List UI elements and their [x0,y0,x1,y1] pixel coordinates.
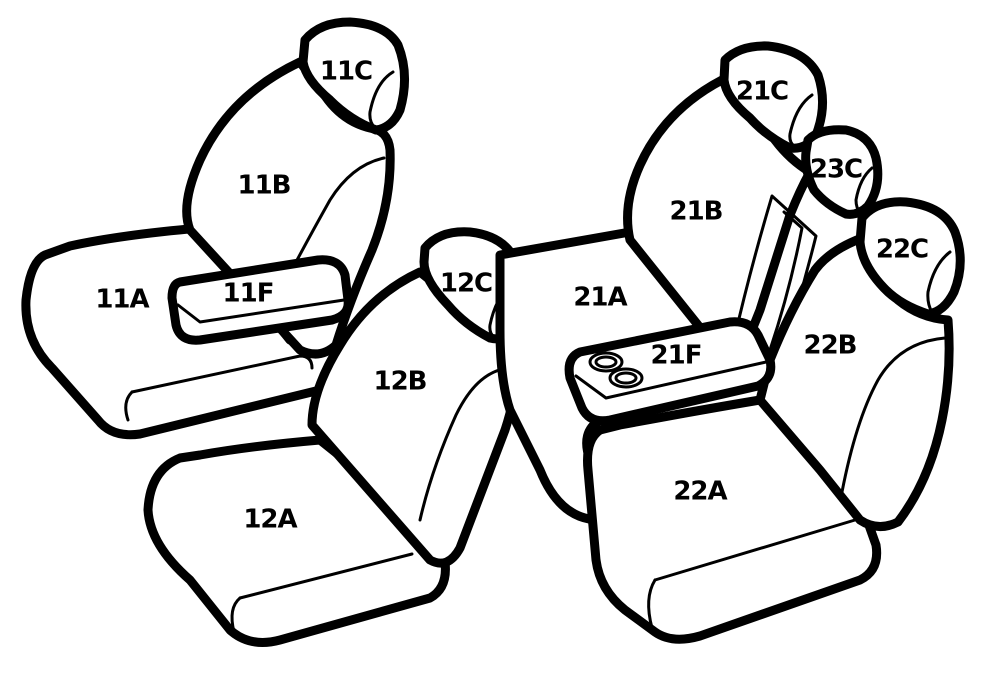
part-11A-seam [130,354,314,394]
label-12C: 12C [440,269,492,299]
label-11B: 11B [238,171,291,201]
part-22B-seam [840,336,947,494]
part-22C-shape[interactable] [855,197,965,319]
label-11C: 11C [320,57,372,87]
label-22B: 22B [804,331,857,361]
part-21B-center-panel-inner [768,210,804,352]
part-11F-seam [176,298,346,324]
part-11B-seam [294,156,386,264]
label-11A: 11A [95,285,149,315]
label-23C: 23C [810,155,862,185]
part-21C-seam [788,93,814,148]
label-21F: 21F [651,341,702,371]
cupholder-icon [588,351,644,389]
part-11C-shape[interactable] [298,17,410,135]
part-labels: 11C 11B 11A 11F 12C 12B 12A 21C 23C 21B … [95,57,929,535]
label-21B: 21B [670,197,723,227]
label-22A: 22A [673,477,727,507]
label-11F: 11F [223,279,274,309]
part-22A-seam [653,518,857,582]
part-12A-front-seam [230,596,242,634]
part-23C-seam [854,166,874,214]
part-11C-seam [368,70,395,130]
label-12B: 12B [374,367,427,397]
label-21C: 21C [736,77,788,107]
part-21F-seam [574,360,768,400]
part-12A-seam [238,552,414,600]
part-22A-front-seam [647,578,657,630]
part-23C-shape[interactable] [801,125,883,219]
rear-bench-seat [495,41,965,644]
label-22C: 22C [876,235,928,265]
part-11A-front-seam [124,390,134,422]
part-12B-seam [418,366,512,522]
part-22C-seam [926,250,952,314]
label-21A: 21A [573,283,627,313]
label-12A: 12A [243,505,297,535]
front-left-seat [21,17,410,440]
